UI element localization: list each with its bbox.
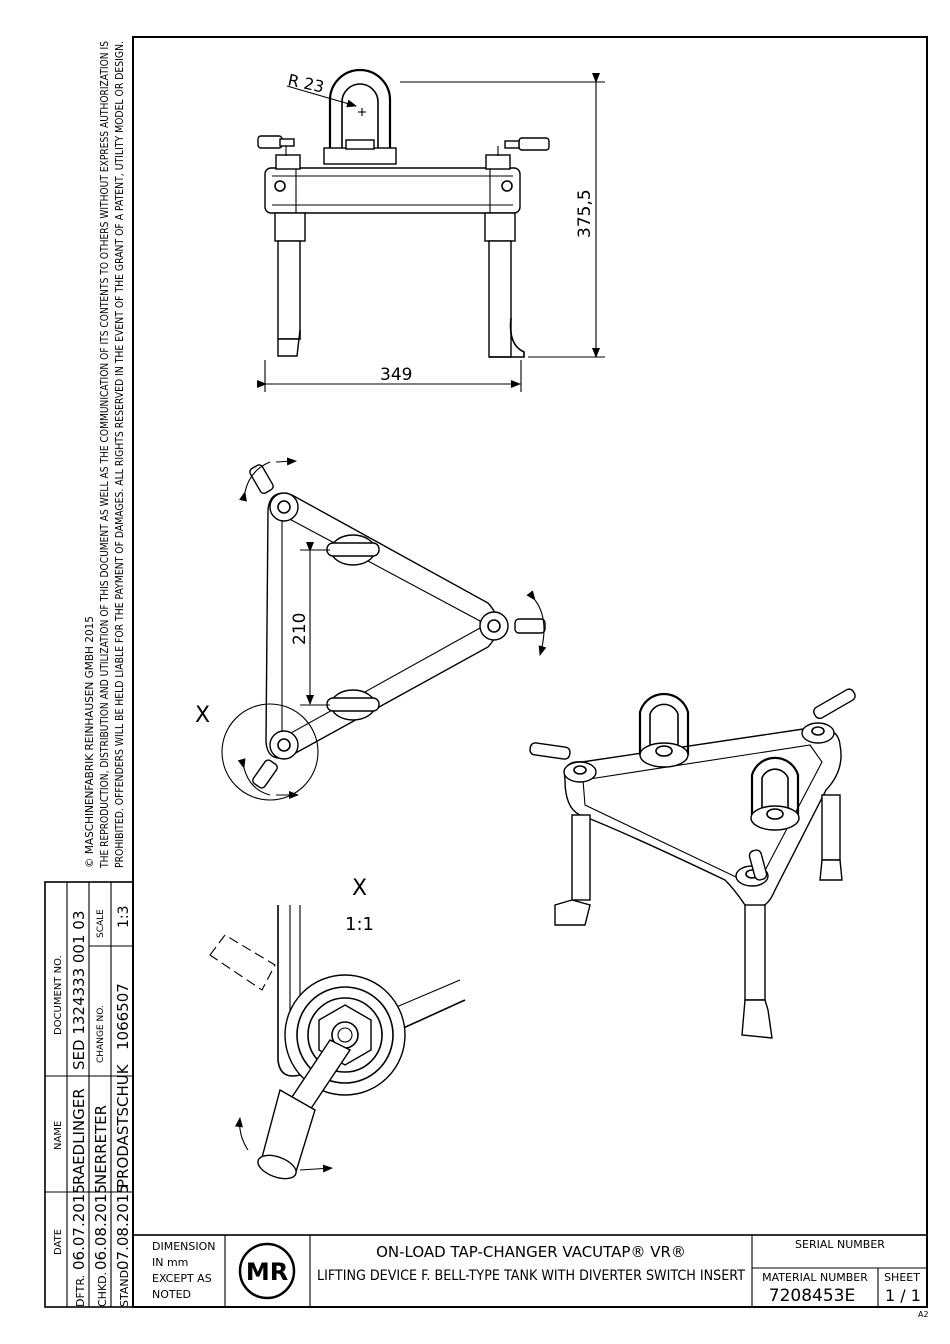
header-name: NAME xyxy=(53,1121,64,1150)
top-view: 210 X xyxy=(195,457,547,801)
detail-label: X xyxy=(352,876,367,901)
date-chkd: 06.08.2015 xyxy=(92,1184,110,1270)
role-dftr: DFTR. xyxy=(74,1275,87,1307)
dimension-note-2: IN mm xyxy=(152,1256,188,1269)
revision-block: DATE NAME DOCUMENT NO. DFTR. 06.07.2015 … xyxy=(44,881,134,1308)
dimension-note-4: NOTED xyxy=(152,1288,191,1301)
role-chkd: CHKD. xyxy=(96,1272,109,1307)
header-date: DATE xyxy=(53,1229,64,1255)
copyright-line-3: PROHIBITED. OFFENDERS WILL BE HELD LIABL… xyxy=(114,41,126,868)
date-stand: 07.08.2015 xyxy=(114,1184,132,1270)
header-document-no: DOCUMENT NO. xyxy=(53,955,64,1035)
material-number-label: MATERIAL NUMBER xyxy=(762,1271,868,1284)
name-chkd: NERRETER xyxy=(92,1105,110,1185)
detail-scale: 1:1 xyxy=(345,914,374,935)
dimension-note-3: EXCEPT AS xyxy=(152,1272,212,1285)
sheet-value: 1 / 1 xyxy=(885,1286,921,1305)
dimension-radius: R 23 xyxy=(286,70,326,96)
copyright-notice: © MASCHINENFABRIK REINHAUSEN GMBH 2015 T… xyxy=(84,41,126,869)
dimension-height: 375,5 xyxy=(575,189,595,238)
drawing-frame xyxy=(132,36,928,1308)
front-view: 375,5 349 R 23 xyxy=(257,68,605,392)
dimension-spacing: 210 xyxy=(290,613,310,645)
dimension-note-1: DIMENSION xyxy=(152,1240,216,1253)
name-stand: PRODASTSCHUK xyxy=(114,1063,132,1188)
header-change-no: CHANGE NO. xyxy=(96,1005,106,1063)
header-scale: SCALE xyxy=(96,909,106,938)
document-number: SED 1324333 001 03 xyxy=(70,911,88,1070)
role-stand: STAND. xyxy=(118,1266,131,1307)
change-number: 1066507 xyxy=(114,983,132,1050)
name-dftr: RAEDLINGER xyxy=(70,1088,88,1185)
mr-logo: MR xyxy=(246,1258,288,1286)
title-block: DIMENSION IN mm EXCEPT AS NOTED MR ON-LO… xyxy=(132,1234,929,1319)
material-number: 7208453E xyxy=(769,1286,855,1306)
sheet-label: SHEET xyxy=(884,1271,920,1284)
date-dftr: 06.07.2015 xyxy=(70,1184,88,1270)
dimension-width: 349 xyxy=(380,365,412,385)
scale-value: 1:3 xyxy=(116,905,132,928)
copyright-line-2: THE REPRODUCTION, DISTRIBUTION AND UTILI… xyxy=(99,41,111,869)
copyright-line-1: © MASCHINENFABRIK REINHAUSEN GMBH 2015 xyxy=(84,616,96,868)
detail-view: X 1:1 xyxy=(209,876,466,1180)
mr-logo-circle xyxy=(238,1242,296,1300)
title-line-1: ON-LOAD TAP-CHANGER VACUTAP® VR® xyxy=(376,1243,686,1261)
isometric-view xyxy=(529,688,856,1039)
serial-number-label: SERIAL NUMBER xyxy=(795,1238,885,1251)
title-line-2: LIFTING DEVICE F. BELL-TYPE TANK WITH DI… xyxy=(317,1268,745,1284)
paper-size: A2 xyxy=(918,1310,929,1319)
detail-marker: X xyxy=(195,703,210,728)
